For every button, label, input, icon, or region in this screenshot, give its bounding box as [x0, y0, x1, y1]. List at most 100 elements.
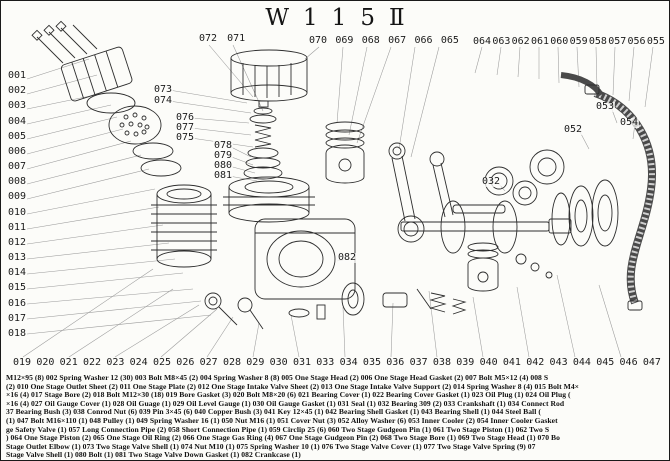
callout-number: 067 — [388, 35, 407, 46]
callout-number: 012 — [8, 236, 27, 248]
callout-number: 068 — [361, 35, 380, 46]
one-stage-piston-drawing — [467, 242, 499, 292]
callout-number: 065 — [440, 35, 459, 46]
callout-number: 029 — [246, 357, 265, 368]
callout-number: 060 — [550, 36, 569, 47]
callout-number: 046 — [619, 357, 638, 368]
callout-number: 006 — [8, 145, 27, 157]
bearing-cover-drawing — [529, 149, 619, 247]
callout-number: 020 — [36, 357, 55, 368]
bore-gasket-drawing — [140, 159, 182, 177]
callout-number: 042 — [526, 357, 545, 368]
bearing-drawing — [484, 166, 538, 206]
callout-number: 040 — [479, 357, 498, 368]
callout-number: 064 — [473, 36, 492, 47]
valve-plate-drawing — [108, 105, 162, 145]
plate-gasket-drawing — [132, 142, 174, 160]
callout-number: 004 — [8, 115, 27, 127]
callout-number: 047 — [642, 357, 661, 368]
callout-number: 039 — [456, 357, 475, 368]
callout-number: 066 — [414, 35, 433, 46]
callout-number: 013 — [8, 252, 27, 264]
callout-number: 033 — [316, 357, 335, 368]
leader-lines — [22, 44, 654, 358]
valve-stack-drawing — [243, 100, 283, 180]
callout-number: 024 — [129, 357, 148, 368]
callout-number: 036 — [386, 357, 405, 368]
callout-number: 023 — [106, 357, 125, 368]
callout-number: 025 — [152, 357, 172, 368]
callout-number: 002 — [8, 85, 27, 97]
crankcase-drawing — [254, 218, 356, 300]
callout-number: 014 — [8, 267, 27, 279]
callout-number: 030 — [269, 357, 288, 368]
callout-number: 011 — [8, 221, 27, 233]
parts-list-line: ) 064 One Stage Piston (2) 065 One Stage… — [6, 434, 560, 443]
top-callouts-a: 072 071 — [199, 34, 245, 44]
connecting-rod-drawing — [388, 142, 454, 243]
callout-number: 001 — [8, 70, 27, 81]
callout-number: 059 — [569, 36, 588, 47]
callout-number: 041 — [502, 357, 521, 368]
valve-spring-drawing — [429, 292, 467, 315]
callout-number: 057 — [608, 36, 627, 47]
crankshaft-drawing — [400, 200, 572, 254]
callout-number: 017 — [8, 312, 27, 324]
head-gasket-drawing — [86, 92, 136, 114]
callout-number: 007 — [8, 161, 27, 173]
callout-number: 028 — [222, 357, 242, 368]
callout-number: 070 — [309, 35, 328, 46]
callout-number: 026 — [176, 357, 195, 368]
one-stage-bore-drawing — [151, 184, 217, 268]
one-stage-head-drawing — [60, 46, 133, 102]
callout-number: 037 — [409, 357, 428, 368]
callout-number: 043 — [549, 357, 568, 368]
parts-list-line: ×16 (4) 027 Oil Gauge Cover (1) 028 Oil … — [6, 399, 565, 408]
parts-list-line: ×16 (4) 017 Stage Bore (2) 018 Bolt M12×… — [6, 391, 571, 400]
callout-number: 034 — [339, 357, 358, 368]
callout-number: 035 — [362, 357, 381, 368]
parts-list-line: (2) 010 One Stage Outlet Sheet (2) 011 O… — [6, 382, 580, 391]
diagram-title: W115Ⅱ — [265, 5, 419, 31]
callout-number: 038 — [432, 357, 451, 368]
callout-number: 061 — [530, 36, 549, 47]
parts-list-line: M12×95 (8) 002 Spring Washer 12 (30) 003… — [6, 374, 549, 382]
callout-number: 016 — [8, 297, 27, 309]
callout-number: 021 — [59, 357, 78, 368]
callout-number: 044 — [572, 357, 591, 368]
parts-list-line: Stage Valve Shell (1) 080 Bolt (1) 081 T… — [6, 451, 301, 460]
callout-number: 058 — [588, 36, 607, 47]
parts-list-line: (1) 047 Bolt M16×110 (1) 048 Pulley (1) … — [6, 416, 558, 425]
top-callouts-b: 070 069 068 067 066 065 — [309, 36, 459, 46]
bottom-callouts: 019 020 021 022 023 024 025 026 027 028 029 030 031 0… — [13, 358, 661, 368]
misc-small-parts-drawing — [288, 253, 553, 320]
callout-number: 022 — [82, 357, 102, 368]
two-stage-bore-drawing — [223, 176, 315, 223]
two-stage-head-drawing — [230, 49, 308, 102]
callout-number: 015 — [8, 282, 27, 294]
callout-number: 010 — [8, 206, 27, 218]
callout-number: 018 — [8, 327, 27, 339]
callout-number: 071 — [227, 33, 246, 44]
bolt-drawing — [31, 20, 98, 64]
callout-number: 009 — [8, 191, 27, 203]
callout-number: 019 — [13, 357, 32, 368]
callout-number: 055 — [646, 36, 665, 47]
callout-number: 045 — [596, 357, 615, 368]
callout-number: 069 — [335, 35, 354, 46]
callout-number: 056 — [627, 36, 646, 47]
callout-number: 027 — [199, 357, 218, 368]
callout-number: 031 — [292, 357, 311, 368]
callout-number: 072 — [199, 33, 218, 44]
callout-number: 063 — [492, 36, 511, 47]
parts-list: M12×95 (8) 002 Spring Washer 12 (30) 003… — [6, 374, 666, 460]
callout-number: 008 — [8, 176, 27, 188]
parts-list-line: ge Safety Valve (1) 057 Long Connection … — [6, 425, 550, 434]
parts-list-line: Stage Outlet Elbow (1) 073 Two Stage Val… — [6, 442, 536, 451]
inner-cooler-hose-drawing — [560, 72, 656, 311]
callout-number: 062 — [511, 36, 530, 47]
